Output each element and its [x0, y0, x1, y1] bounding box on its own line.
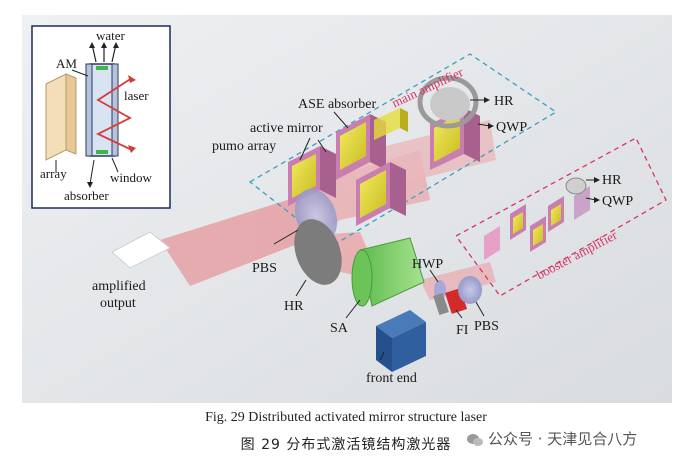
pump-array-block [45, 73, 67, 161]
label-ase-absorber: ASE absorber [298, 97, 376, 112]
label-absorber: absorber [64, 188, 109, 203]
label-hr-right: HR [602, 173, 622, 188]
label-amplified: amplified [92, 279, 146, 294]
inset-panel: water AM laser array window absorber [31, 25, 171, 209]
amplified-output-aperture [111, 231, 171, 269]
pbs-right [458, 276, 482, 304]
wechat-icon [466, 433, 484, 447]
label-pbs-left: PBS [252, 261, 277, 276]
label-hr-bottom: HR [284, 299, 304, 314]
caption-english: Fig. 29 Distributed activated mirror str… [205, 410, 487, 425]
label-pbs-right: PBS [474, 319, 499, 334]
label-window: window [110, 170, 153, 185]
hr-qwp-top [417, 75, 494, 129]
label-output: output [100, 296, 136, 311]
label-active-mirror: active mirror [250, 121, 323, 136]
label-sa: SA [330, 321, 349, 336]
front-end-block [376, 310, 426, 372]
am-window [89, 63, 115, 157]
label-front-end: front end [366, 371, 417, 386]
watermark-text: 公众号 · 天津见合八方 [488, 430, 638, 448]
booster-amplifier-region [455, 137, 667, 297]
label-qwp-right: QWP [602, 194, 633, 209]
label-water: water [96, 28, 126, 43]
output-beam [160, 196, 318, 286]
inset-laser-path [95, 77, 133, 151]
label-hr-top: HR [494, 94, 514, 109]
label-am: AM [56, 56, 77, 71]
label-laser: laser [124, 88, 149, 103]
label-pumo-array: pumo array [212, 139, 276, 154]
label-pointers [273, 111, 485, 319]
label-array: array [40, 166, 67, 181]
label-qwp-top: QWP [496, 120, 527, 135]
caption-chinese: 图 29 分布式激活镜结构激光器 [240, 437, 452, 453]
label-fi: FI [456, 323, 469, 338]
label-hwp: HWP [412, 257, 443, 272]
booster-modules [484, 177, 600, 260]
watermark: 公众号 · 天津见合八方 [466, 428, 637, 449]
hr-bottom-mirror [294, 219, 342, 285]
